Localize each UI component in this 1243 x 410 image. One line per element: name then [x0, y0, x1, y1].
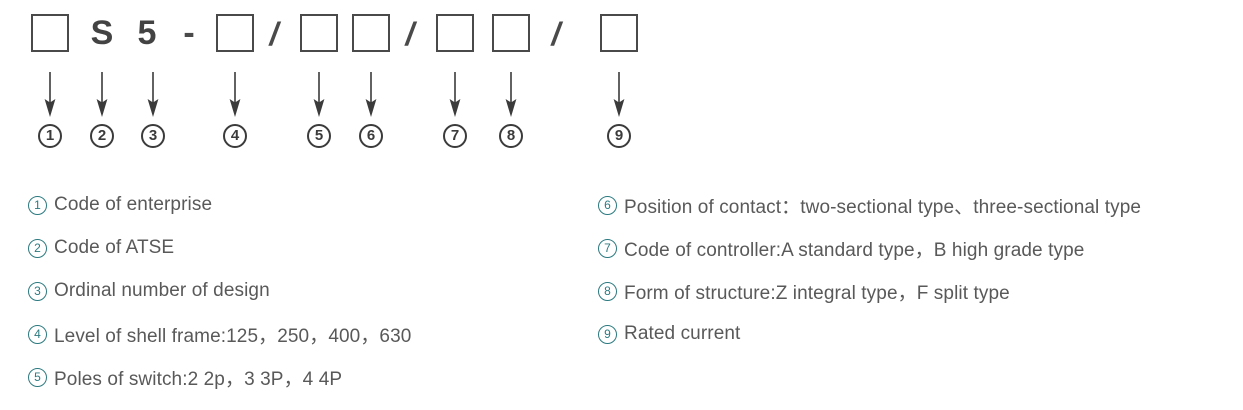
legend-item: 5 Poles of switch:2 2p，3 3P，4 4P — [28, 362, 342, 392]
legend-item-label: Code of ATSE — [54, 237, 175, 258]
down-arrow-icon — [44, 72, 56, 117]
code-separator-slash: / — [269, 16, 279, 52]
marker-circle-6: 6 — [359, 124, 383, 148]
legend-item-number: 6 — [598, 195, 617, 215]
marker-circle-9: 9 — [607, 124, 631, 148]
code-slot-box — [436, 14, 474, 52]
legend-item-number: 2 — [28, 238, 47, 258]
code-separator-dash: - — [183, 14, 195, 52]
legend-item-number: 1 — [28, 195, 47, 215]
legend-item: 9 Rated current — [598, 319, 740, 349]
legend-item-number: 9 — [598, 324, 617, 344]
code-slot-box — [492, 14, 530, 52]
down-arrow-icon — [449, 72, 461, 117]
down-arrow-icon — [365, 72, 377, 117]
marker-circle-5: 5 — [307, 124, 331, 148]
code-separator-slash: / — [405, 16, 415, 52]
code-slot-box — [600, 14, 638, 52]
legend-item-number: 5 — [28, 367, 47, 387]
down-arrow-icon — [96, 72, 108, 117]
down-arrow-icon — [147, 72, 159, 117]
marker-circle-8: 8 — [499, 124, 523, 148]
code-slot-box — [216, 14, 254, 52]
code-glyph-s: S — [90, 14, 114, 52]
legend-item-label: Ordinal number of design — [54, 280, 270, 301]
code-separator-slash: / — [551, 16, 561, 52]
legend-item-label: Rated current — [624, 323, 741, 344]
down-arrow-icon — [229, 72, 241, 117]
marker-circle-4: 4 — [223, 124, 247, 148]
legend-item: 2 Code of ATSE — [28, 233, 174, 263]
down-arrow-icon — [313, 72, 325, 117]
legend-item-label: Poles of switch:2 2p，3 3P，4 4P — [54, 368, 343, 390]
legend-item: 7 Code of controller:A standard type，B hi… — [598, 233, 1084, 263]
legend-item-number: 3 — [28, 281, 47, 301]
legend-item-label: Level of shell frame:125，250，400，630 — [54, 325, 412, 347]
code-slot-box — [352, 14, 390, 52]
legend-item-label: Position of contact：two-sectional type、t… — [624, 196, 1142, 218]
down-arrow-icon — [505, 72, 517, 117]
legend-item-number: 4 — [28, 324, 47, 344]
code-slot-box — [31, 14, 69, 52]
marker-circle-3: 3 — [141, 124, 165, 148]
arrow-row — [0, 70, 1243, 120]
code-glyph-5: 5 — [137, 14, 157, 52]
marker-index-row: 1 2 3 4 5 6 7 8 9 — [0, 124, 1243, 154]
legend-item: 1 Code of enterprise — [28, 190, 212, 220]
marker-circle-2: 2 — [90, 124, 114, 148]
legend-item: 3 Ordinal number of design — [28, 276, 270, 306]
marker-circle-7: 7 — [443, 124, 467, 148]
marker-circle-1: 1 — [38, 124, 62, 148]
legend-item: 6 Position of contact：two-sectional type、… — [598, 190, 1141, 220]
legend-item-label: Code of enterprise — [54, 194, 213, 215]
legend-item-number: 8 — [598, 281, 617, 301]
legend-item-label: Code of controller:A standard type，B hig… — [624, 239, 1085, 261]
legend-item: 8 Form of structure:Z integral type，F spl… — [598, 276, 1010, 306]
legend-item: 4 Level of shell frame:125，250，400，630 — [28, 319, 411, 349]
code-slot-box — [300, 14, 338, 52]
legend-item-number: 7 — [598, 238, 617, 258]
down-arrow-icon — [613, 72, 625, 117]
legend-item-label: Form of structure:Z integral type，F spli… — [624, 282, 1010, 304]
legend: 1 Code of enterprise 2 Code of ATSE 3 Ordinal… — [0, 185, 1243, 410]
